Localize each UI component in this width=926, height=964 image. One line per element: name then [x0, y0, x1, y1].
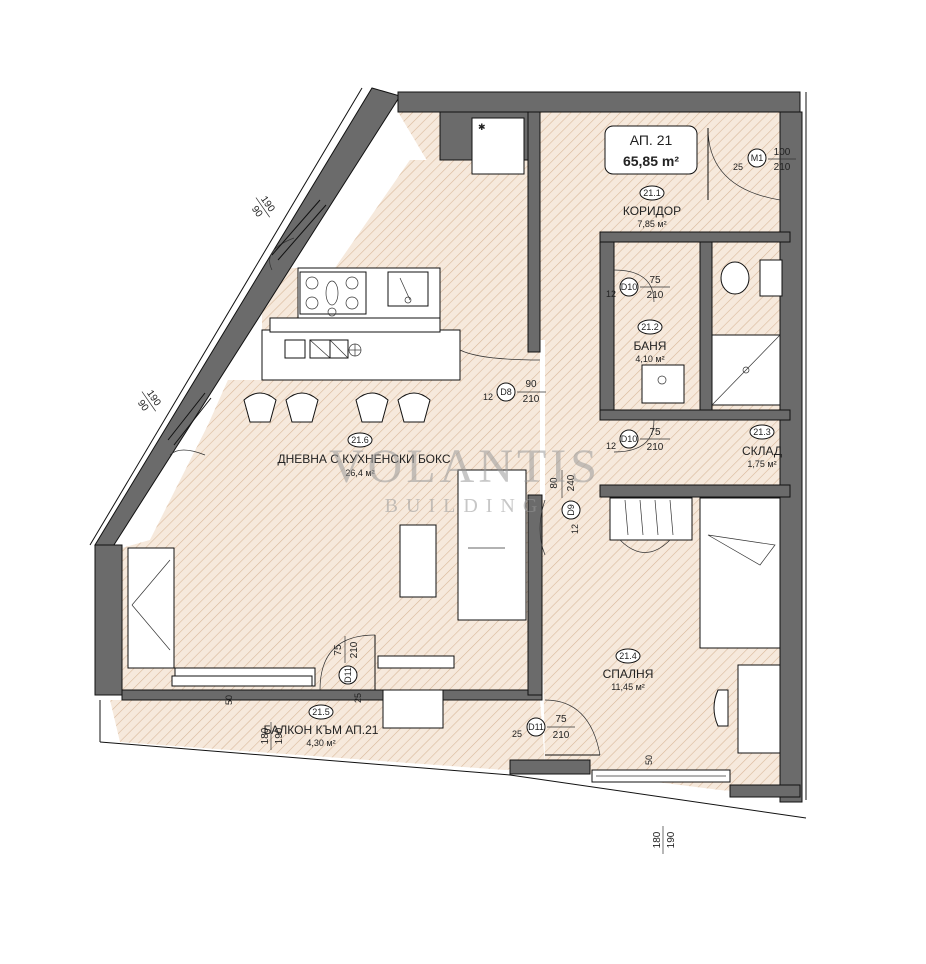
svg-text:50: 50 [224, 695, 234, 705]
window-label-1: 190 90 [249, 194, 277, 220]
room-living-kitchen: 21.6 ДНЕВНА С КУХНЕНСКИ БОКС 26,4 м² [277, 432, 451, 478]
room-bedroom: 21.4 СПАЛНЯ 11,45 м² [603, 648, 654, 692]
svg-text:21.1: 21.1 [643, 188, 661, 198]
svg-text:26,4 м²: 26,4 м² [345, 468, 374, 478]
svg-text:25: 25 [353, 693, 363, 703]
living-furniture [127, 469, 527, 669]
svg-text:12: 12 [570, 524, 580, 534]
svg-text:D10: D10 [621, 282, 638, 292]
door-m1: M1 100 210 25 [733, 147, 796, 173]
inner-walls [439, 111, 791, 696]
svg-text:100: 100 [774, 147, 791, 158]
svg-text:210: 210 [553, 730, 570, 741]
svg-text:КОРИДОР: КОРИДОР [623, 204, 681, 218]
watermark: VOLANTIS BUILDING [329, 440, 601, 517]
cooktop-icon [299, 271, 367, 317]
svg-text:21.2: 21.2 [641, 322, 659, 332]
svg-text:VOLANTIS: VOLANTIS [329, 440, 601, 493]
svg-text:180: 180 [260, 727, 271, 744]
svg-text:80: 80 [549, 477, 560, 489]
svg-text:21.5: 21.5 [312, 707, 330, 717]
room-storage: 21.3 СКЛАД 1,75 м² [742, 424, 782, 469]
svg-text:190: 190 [274, 727, 285, 744]
bar-stools [243, 392, 431, 423]
sink-icon [387, 271, 429, 307]
svg-text:СКЛАД: СКЛАД [742, 444, 782, 458]
svg-text:25: 25 [512, 729, 522, 739]
window-labels: 190 90 190 90 50 180 190 50 180 190 [135, 194, 677, 854]
svg-text:21.6: 21.6 [351, 435, 369, 445]
svg-text:210: 210 [647, 290, 664, 301]
door-d11-balcony: D11 75 210 25 [333, 636, 363, 703]
svg-text:180: 180 [652, 831, 663, 848]
svg-text:D8: D8 [500, 387, 512, 397]
door-swings [169, 127, 781, 756]
svg-text:4,10 м²: 4,10 м² [635, 354, 664, 364]
svg-text:4,30 м²: 4,30 м² [306, 738, 335, 748]
door-d10-bathroom: D10 75 210 12 [606, 275, 670, 301]
burner-icon [348, 343, 362, 357]
fridge-icon: ✱ [471, 117, 525, 175]
apartment-area: 65,85 m² [623, 153, 679, 169]
svg-text:BUILDING: BUILDING [385, 495, 546, 517]
svg-text:БАЛКОН КЪМ АП.21: БАЛКОН КЪМ АП.21 [264, 723, 379, 737]
svg-text:75: 75 [555, 714, 567, 725]
svg-text:210: 210 [647, 442, 664, 453]
window-label-4: 50 180 190 [644, 755, 677, 854]
window-label-2: 190 90 [135, 388, 163, 414]
svg-text:190: 190 [666, 831, 677, 848]
svg-text:D11: D11 [528, 722, 544, 732]
svg-text:75: 75 [649, 275, 661, 286]
door-d9: D9 80 240 12 [549, 470, 581, 534]
svg-text:11,45 м²: 11,45 м² [611, 682, 645, 692]
svg-text:75: 75 [333, 644, 344, 656]
window-label-3: 50 180 190 [224, 695, 285, 750]
svg-text:12: 12 [483, 392, 493, 402]
svg-text:25: 25 [733, 162, 743, 172]
room-labels: 21.1 КОРИДОР 7,85 м² 21.2 БАНЯ 4,10 м² 2… [264, 185, 782, 748]
svg-text:D10: D10 [621, 434, 638, 444]
svg-text:90: 90 [525, 379, 537, 390]
svg-text:✱: ✱ [478, 122, 486, 132]
bedroom-furniture [609, 497, 781, 754]
svg-text:ДНЕВНА С КУХНЕНСКИ БОКС: ДНЕВНА С КУХНЕНСКИ БОКС [277, 452, 450, 466]
shower-icon [711, 334, 781, 406]
svg-text:21.3: 21.3 [753, 427, 771, 437]
svg-text:СПАЛНЯ: СПАЛНЯ [603, 667, 654, 681]
svg-text:210: 210 [774, 162, 791, 173]
svg-text:D9: D9 [566, 504, 576, 516]
svg-text:21.4: 21.4 [619, 651, 637, 661]
room-balcony: 21.5 БАЛКОН КЪМ АП.21 4,30 м² [264, 704, 379, 748]
svg-text:240: 240 [566, 474, 577, 491]
kitchen: ✱ [261, 117, 525, 381]
svg-text:210: 210 [349, 641, 360, 658]
svg-text:12: 12 [606, 441, 616, 451]
windows [167, 199, 731, 783]
svg-text:12: 12 [606, 289, 616, 299]
room-bathroom: 21.2 БАНЯ 4,10 м² [634, 319, 667, 364]
room-corridor: 21.1 КОРИДОР 7,85 м² [623, 185, 681, 229]
apartment-title: АП. 21 [630, 132, 673, 148]
door-d8: D8 90 210 12 [483, 379, 546, 405]
door-d11-bedroom: D11 75 210 25 [512, 714, 575, 741]
svg-text:50: 50 [644, 755, 654, 765]
door-labels: M1 100 210 25 D10 75 210 12 D8 90 210 12… [333, 147, 796, 741]
svg-text:75: 75 [649, 427, 661, 438]
svg-text:M1: M1 [751, 153, 764, 163]
svg-text:D11: D11 [343, 667, 353, 683]
bathroom [641, 259, 783, 406]
apartment-label: АП. 21 65,85 m² [604, 125, 698, 175]
svg-text:210: 210 [523, 394, 540, 405]
washbasin-icon [641, 364, 685, 404]
svg-text:БАНЯ: БАНЯ [634, 339, 667, 353]
toilet-icon [720, 259, 783, 297]
outer-walls [89, 87, 807, 819]
door-d10-storage: D10 75 210 12 [606, 427, 670, 453]
svg-text:1,75 м²: 1,75 м² [747, 459, 776, 469]
svg-text:7,85 м²: 7,85 м² [637, 219, 666, 229]
